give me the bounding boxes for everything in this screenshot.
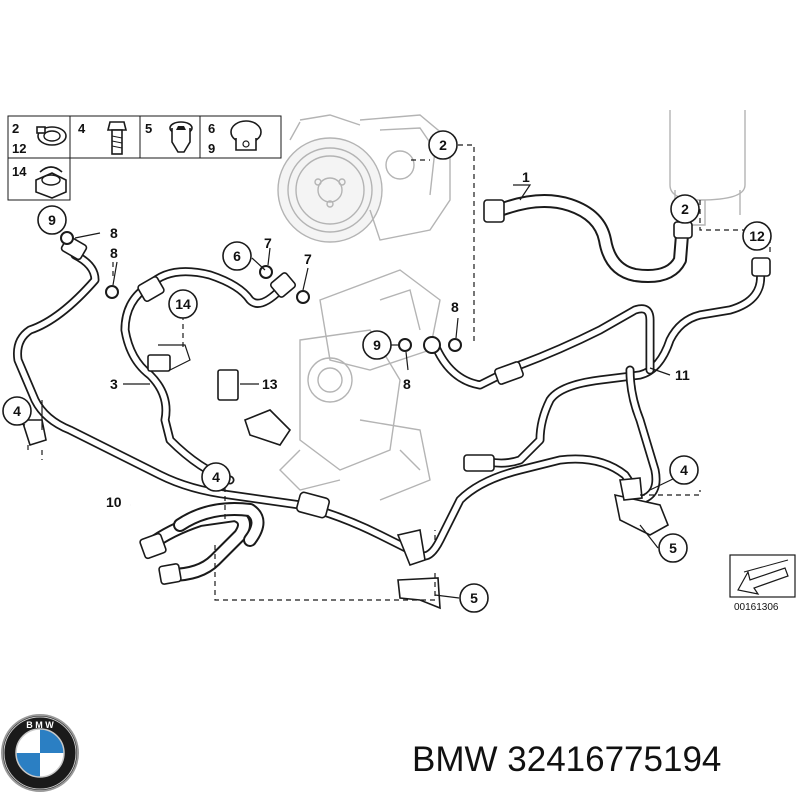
callout-6: 6: [222, 241, 252, 271]
callout-7-b: 7: [304, 251, 312, 267]
seal-ring-7-b: [296, 290, 310, 304]
hex-nut-icon: [35, 166, 67, 199]
callout-2-pump: 2: [428, 130, 458, 160]
damper-13: [217, 369, 239, 401]
line-3: [120, 267, 297, 485]
callout-5-right: 5: [658, 533, 688, 563]
legend-number-5: 5: [145, 121, 152, 136]
callout-8-b: 8: [110, 245, 118, 261]
legend-number-14: 14: [12, 164, 27, 179]
banjo-fitting: [423, 336, 441, 354]
reference-code: 00161306: [734, 602, 779, 613]
callout-5-bottom-label: 5: [470, 590, 478, 606]
banjo-bolt-icon: [230, 120, 262, 151]
reference-box: 00161306: [729, 554, 796, 613]
parts-legend: 2 12 4 5 6 9 14: [7, 115, 282, 201]
legend-number-9: 9: [208, 141, 215, 156]
bolt-icon: [106, 121, 128, 155]
callout-8-a: 8: [110, 225, 118, 241]
callout-2-reservoir-label: 2: [681, 201, 689, 217]
svg-text:B M W: B M W: [26, 720, 54, 730]
hose-1: [483, 194, 693, 283]
brackets: [20, 369, 670, 610]
sealing-rings: [60, 231, 462, 354]
seal-ring-8-right: [448, 338, 462, 352]
callout-3: 3: [110, 376, 118, 392]
callout-13: 13: [262, 376, 278, 392]
callouts: 1 2 2 12 9 8 8 6 7 7 14 8: [2, 130, 772, 613]
arrow-icon: [737, 567, 789, 595]
seal-ring-8-left: [105, 285, 119, 299]
callout-2-reservoir: 2: [670, 194, 700, 224]
callout-7-a: 7: [264, 235, 272, 251]
callout-9-left-label: 9: [48, 212, 56, 228]
bmw-logo: B M W: [1, 714, 79, 792]
callout-12: 12: [742, 221, 772, 251]
callout-5-bottom: 5: [459, 583, 489, 613]
callout-9-left: 9: [37, 205, 67, 235]
callout-12-label: 12: [749, 228, 765, 244]
seal-ring-9: [60, 231, 74, 245]
callout-8-c: 8: [451, 299, 459, 315]
clip-4-right: [619, 477, 643, 501]
seal-ring-9-center: [398, 338, 412, 352]
callout-4-left-label: 4: [13, 403, 21, 419]
steering-pump-pulley: [277, 137, 383, 243]
callout-4-bottom: 4: [201, 462, 231, 492]
callout-5-right-label: 5: [669, 540, 677, 556]
callout-4-right-label: 4: [680, 462, 688, 478]
bracket-center: [396, 529, 426, 566]
legend-number-4: 4: [78, 121, 86, 136]
bracket-4-left: [20, 419, 47, 447]
steering-pump-body: [289, 114, 451, 241]
callout-1: 1: [522, 169, 530, 185]
callout-6-label: 6: [233, 248, 241, 264]
hex-socket-screw-icon: [169, 121, 193, 153]
pressure-pipe: [430, 304, 655, 390]
bracket-5-bottom: [397, 577, 441, 610]
callout-4-right: 4: [669, 455, 699, 485]
seal-ring-7-a: [259, 265, 273, 279]
bottom-left-hose-assembly: [139, 502, 265, 585]
callout-4-left: 4: [2, 396, 32, 426]
callout-4-bottom-label: 4: [212, 469, 220, 485]
legend-number-2: 2: [12, 121, 19, 136]
callout-9-center: 9: [362, 330, 392, 360]
callout-2-pump-label: 2: [439, 137, 447, 153]
callout-14: 14: [168, 289, 198, 319]
legend-number-12: 12: [12, 141, 26, 156]
callout-14-label: 14: [175, 296, 191, 312]
engine-background: [277, 110, 746, 501]
legend-number-6: 6: [208, 121, 215, 136]
hose-clamp-icon: [36, 126, 67, 146]
callout-9-center-label: 9: [373, 337, 381, 353]
callout-11: 11: [675, 367, 690, 383]
bracket-5-right: [613, 493, 670, 536]
steering-gear-housing: [279, 269, 441, 501]
callout-10: 10: [106, 494, 122, 510]
part-number-title: BMW 32416775194: [412, 740, 722, 779]
callout-8-d: 8: [403, 376, 411, 392]
bracket-13: [244, 409, 292, 446]
